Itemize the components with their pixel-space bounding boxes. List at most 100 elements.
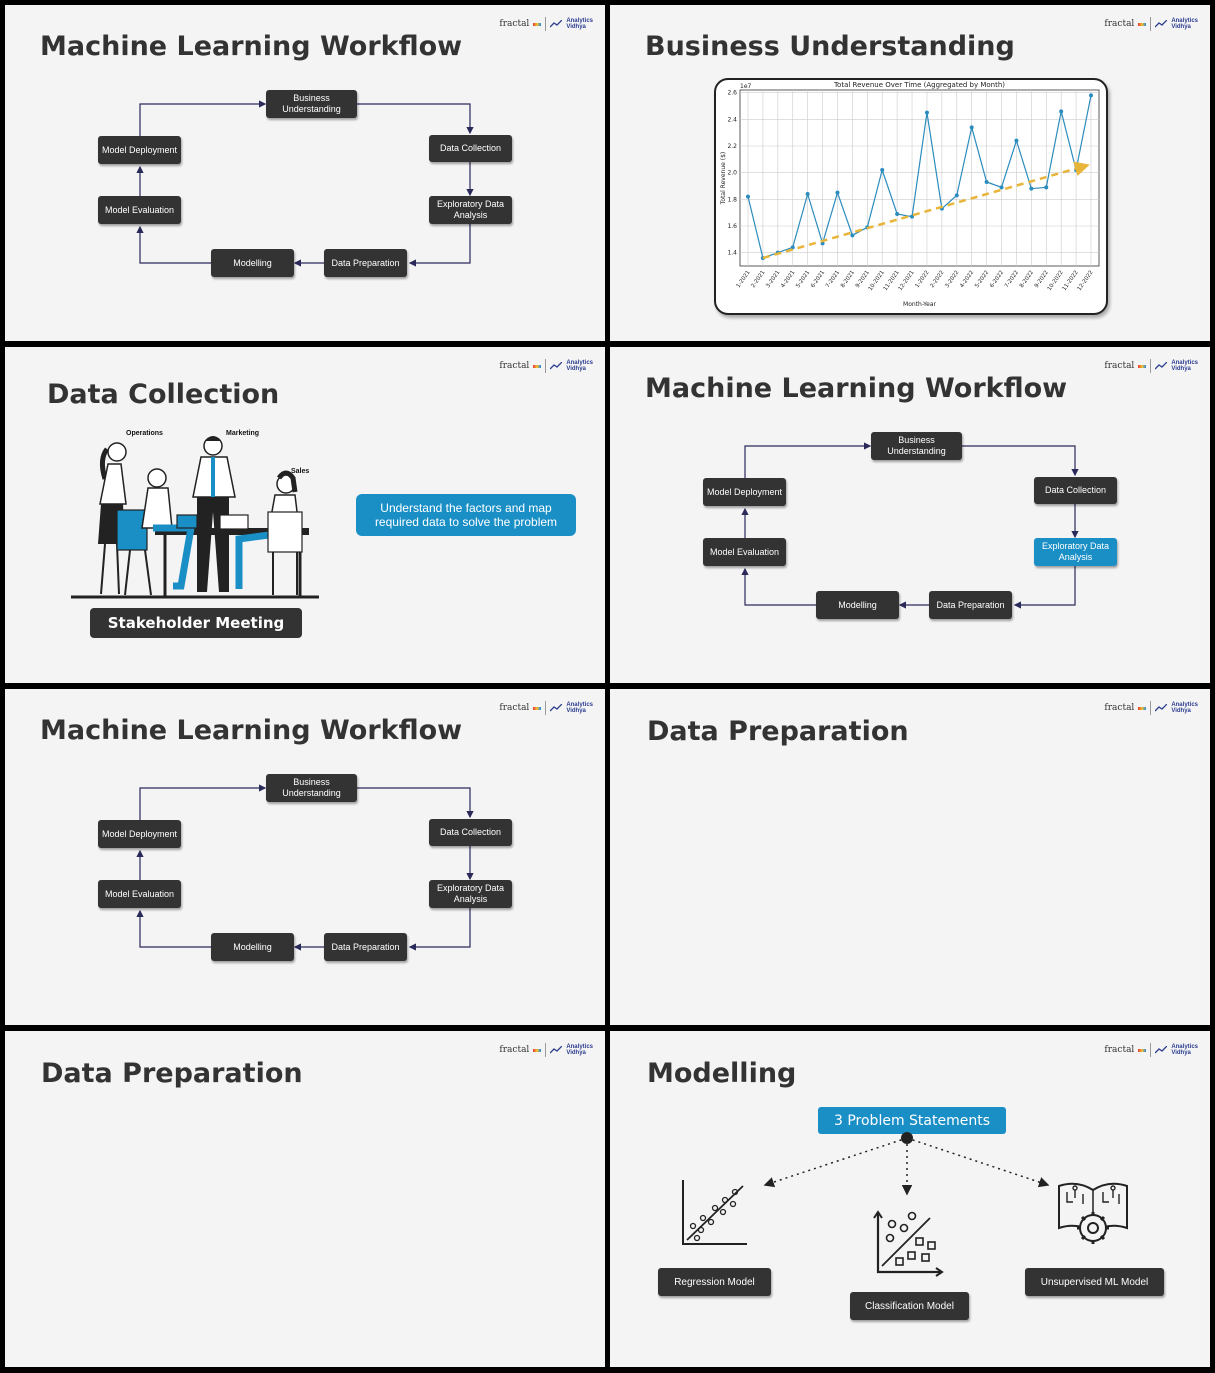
- av-line2: Vidhya: [566, 708, 586, 714]
- fractal-logo-text: fractal: [1104, 19, 1135, 29]
- slide-title: Business Understanding: [645, 31, 1015, 62]
- revenue-series-line: [747, 95, 1092, 259]
- y-tick-label: 1.8: [727, 196, 737, 203]
- slide-business-understanding: Business Understanding fractal Analytics…: [610, 5, 1210, 341]
- trend-logo-icon: [550, 362, 563, 370]
- callout-understand-factors: Understand the factors and map required …: [356, 494, 576, 536]
- av-line2: Vidhya: [566, 1050, 586, 1056]
- av-line1: Analytics: [566, 702, 593, 708]
- problem-statements-banner: 3 Problem Statements: [818, 1107, 1006, 1134]
- fractal-dots-icon: [533, 22, 542, 26]
- x-tick-label: 6-2021: [810, 270, 826, 289]
- fractal-logo-text: fractal: [499, 19, 530, 29]
- av-line1: Analytics: [566, 18, 593, 24]
- slide-title: Machine Learning Workflow: [645, 373, 1068, 404]
- trend-logo-icon: [550, 1046, 563, 1054]
- node-data-collection: Data Collection: [1034, 477, 1117, 504]
- revenue-data-point: [1029, 186, 1034, 191]
- revenue-data-point: [835, 190, 840, 195]
- node-data-preparation: Data Preparation: [929, 591, 1012, 619]
- revenue-data-point: [1014, 138, 1019, 143]
- workflow-arrows: [136, 784, 474, 951]
- x-tick-label: 6-2022: [989, 270, 1005, 289]
- av-line2: Vidhya: [1171, 366, 1191, 372]
- av-line2: Vidhya: [566, 24, 586, 30]
- revenue-line-chart: 1.41.61.82.02.22.42.61-20212-20213-20214…: [720, 81, 1100, 308]
- node-business-understanding: Business Understanding: [871, 432, 962, 460]
- fractal-dots-icon: [533, 706, 542, 710]
- x-tick-label: 8-2021: [840, 270, 856, 289]
- fractal-dots-icon: [533, 364, 542, 368]
- av-line2: Vidhya: [566, 366, 586, 372]
- revenue-data-point: [924, 110, 929, 115]
- x-tick-label: 3-2021: [765, 270, 781, 289]
- stakeholder-meeting-caption: Stakeholder Meeting: [90, 608, 302, 638]
- y-axis-label: Total Revenue ($): [720, 152, 727, 205]
- revenue-data-point: [895, 212, 900, 216]
- modelling-connectors: [763, 1132, 1050, 1196]
- trend-logo-icon: [1155, 362, 1168, 370]
- revenue-data-point: [969, 125, 974, 130]
- revenue-data-point: [790, 245, 795, 250]
- y-tick-label: 2.6: [727, 90, 737, 97]
- trend-arrow: [762, 161, 1090, 260]
- node-business-understanding: Business Understanding: [266, 90, 357, 118]
- slide-title: Machine Learning Workflow: [40, 31, 463, 62]
- revenue-data-point: [746, 194, 750, 199]
- node-eda-highlighted: Exploratory Data Analysis: [1034, 538, 1117, 566]
- regression-scatter-icon: [682, 1180, 747, 1245]
- workflow-arrows: [741, 442, 1079, 609]
- slide-title: Machine Learning Workflow: [40, 715, 463, 746]
- revenue-data-point: [984, 180, 989, 184]
- workflow-arrows: [136, 100, 474, 267]
- tag-sales: Sales: [291, 468, 310, 475]
- revenue-data-point: [880, 168, 885, 172]
- slide-ml-workflow-3: Machine Learning Workflow fractal Analyt…: [5, 689, 605, 1025]
- regression-model-label: Regression Model: [658, 1268, 771, 1296]
- revenue-data-point: [954, 193, 959, 198]
- y-tick-label: 2.0: [727, 170, 737, 177]
- y-tick-label: 2.4: [727, 116, 737, 123]
- fractal-logo-text: fractal: [1104, 1045, 1135, 1055]
- x-tick-label: 5-2021: [795, 270, 811, 289]
- x-axis-label: Month-Year: [903, 301, 936, 308]
- x-tick-label: 7-2022: [1004, 270, 1020, 289]
- trend-logo-icon: [1155, 704, 1168, 712]
- y-tick-label: 1.4: [727, 250, 737, 257]
- fractal-logo-text: fractal: [499, 703, 530, 713]
- slide-title: Modelling: [647, 1058, 797, 1089]
- revenue-data-point: [999, 185, 1004, 190]
- fractal-dots-icon: [533, 1048, 542, 1052]
- av-line1: Analytics: [1171, 1044, 1198, 1050]
- tag-marketing: Marketing: [226, 430, 260, 437]
- node-modelling: Modelling: [211, 249, 294, 277]
- x-tick-label: 1-2021: [736, 270, 752, 289]
- x-tick-label: 8-2022: [1019, 270, 1035, 289]
- node-eda: Exploratory Data Analysis: [429, 196, 512, 224]
- fractal-logo-text: fractal: [499, 361, 530, 371]
- node-modelling: Modelling: [816, 591, 899, 619]
- unsupervised-ml-model-label: Unsupervised ML Model: [1025, 1268, 1164, 1296]
- av-line2: Vidhya: [1171, 708, 1191, 714]
- node-model-deployment: Model Deployment: [98, 136, 181, 164]
- tag-operations: Operations: [126, 430, 163, 437]
- av-line1: Analytics: [1171, 702, 1198, 708]
- stakeholder-meeting-illustration: [71, 436, 319, 599]
- revenue-data-point: [1044, 185, 1049, 190]
- chart-title: Total Revenue Over Time (Aggregated by M…: [833, 81, 1005, 89]
- classification-scatter-icon: [873, 1210, 944, 1277]
- y-multiplier: 1e7: [740, 83, 752, 90]
- node-business-understanding: Business Understanding: [266, 774, 357, 802]
- trend-logo-icon: [550, 704, 563, 712]
- av-line2: Vidhya: [1171, 1050, 1191, 1056]
- revenue-data-point: [1059, 109, 1064, 114]
